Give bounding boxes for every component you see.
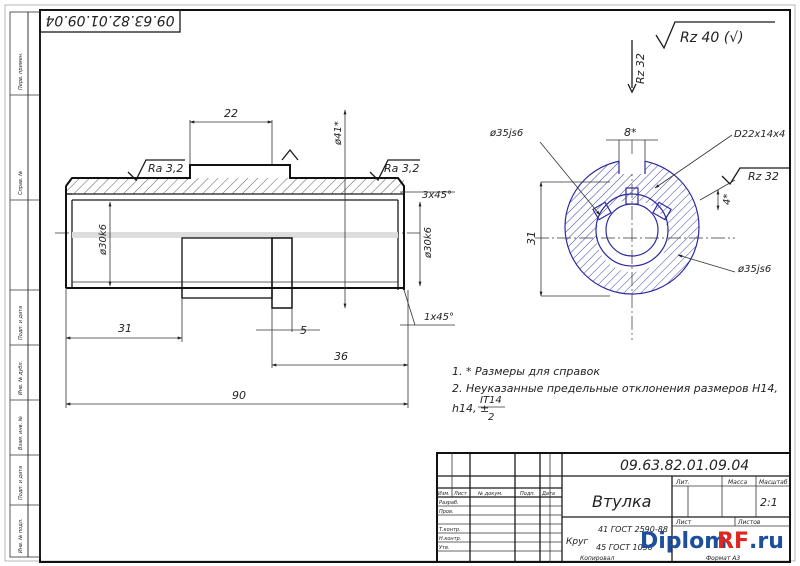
- watermark-rf: RF: [717, 529, 749, 554]
- dim-dia35-right: ø35js6: [737, 264, 771, 275]
- dim-8: 8*: [624, 126, 637, 139]
- watermark-diplom: Diplom: [640, 529, 727, 554]
- copy-label: Копировал: [580, 555, 614, 562]
- note-3: h14, ±: [452, 402, 489, 415]
- note-fraction-num: IT14: [480, 395, 502, 406]
- roughness-rz32-b: Rz 32: [748, 170, 779, 183]
- side-label-6: Подп. и дата: [18, 466, 24, 500]
- row-hdr-doc: № докум.: [477, 491, 503, 497]
- dim-90: 90: [232, 389, 246, 402]
- note-fraction-den: 2: [488, 412, 494, 423]
- role-3: Т.контр.: [439, 527, 461, 533]
- dim-22: 22: [224, 107, 238, 120]
- dim-31-section: 31: [525, 231, 538, 245]
- hdr-scale: Масштаб: [759, 479, 788, 486]
- row-hdr-date: Дата: [541, 491, 555, 497]
- dim-31: 31: [118, 322, 132, 335]
- cross-section: [535, 40, 790, 340]
- sheets-label: Листов: [737, 519, 761, 526]
- role-2: Пров.: [439, 509, 454, 515]
- role-1: Разраб.: [439, 500, 459, 506]
- dim-5: 5: [300, 324, 307, 337]
- row-hdr-izm: Изм.: [438, 491, 450, 497]
- hdr-mass: Масса: [728, 479, 747, 486]
- watermark-ru: .ru: [749, 529, 784, 554]
- title-block: [436, 452, 791, 563]
- side-label-5: Взам. инв. №: [18, 416, 24, 450]
- part-name: Втулка: [592, 492, 651, 511]
- doc-code-box: [39, 9, 181, 33]
- dim-dia35-top: ø35js6: [489, 128, 523, 139]
- row-hdr-list: Лист: [453, 491, 468, 497]
- roughness-rz32-a: Rz 32: [634, 53, 647, 84]
- side-label-7: Инв. № подл.: [18, 519, 24, 554]
- doc-code-rotated: 09.63.82.01.09.04: [45, 12, 174, 28]
- side-label-3: Подп. и дата: [18, 306, 24, 340]
- role-4: Н.контр.: [439, 536, 461, 542]
- role-5: Утв.: [439, 545, 450, 551]
- sheet-label: Лист: [675, 519, 692, 526]
- dim-chamfer-top: 3x45°: [422, 190, 452, 201]
- side-label-1: Перв. примен.: [18, 52, 24, 90]
- binding-strip: Перв. примен. Справ. № Подп. и дата Инв.…: [9, 11, 41, 558]
- scale-value: 2:1: [760, 496, 778, 509]
- dim-dia30-right: ø30k6: [423, 227, 434, 259]
- material-1: 41 ГОСТ 2590-88: [598, 525, 668, 534]
- spline-designation: D22x14x4: [734, 129, 785, 140]
- note-2: 2. Неуказанные предельные отклонения раз…: [452, 382, 778, 395]
- side-label-2: Справ. №: [18, 171, 24, 195]
- material-2: Круг: [566, 537, 588, 547]
- note-1: 1. * Размеры для справок: [452, 365, 600, 378]
- format-label: Формат А3: [706, 555, 740, 562]
- dim-4: 4*: [722, 194, 733, 205]
- roughness-text: Rz 40 (√): [680, 30, 744, 46]
- title-doc-code: 09.63.82.01.09.04: [620, 458, 749, 474]
- roughness-ra-right: Ra 3,2: [384, 162, 419, 175]
- sheet-edge: [4, 4, 796, 562]
- dim-dia41: ø41*: [333, 121, 344, 146]
- roughness-ra-left: Ra 3,2: [148, 162, 183, 175]
- row-hdr-sign: Подп.: [520, 491, 535, 497]
- hdr-lit: Лит.: [675, 479, 690, 486]
- dim-36: 36: [334, 350, 348, 363]
- material-3: 45 ГОСТ 1050: [596, 543, 653, 552]
- dim-chamfer-bottom: 1x45°: [424, 312, 454, 323]
- side-label-4: Инв. № дубл.: [18, 361, 24, 395]
- dim-dia30-left: ø30k6: [98, 224, 109, 256]
- general-roughness: Rz 40 (√): [655, 21, 775, 50]
- bushing-side-view: [55, 109, 455, 408]
